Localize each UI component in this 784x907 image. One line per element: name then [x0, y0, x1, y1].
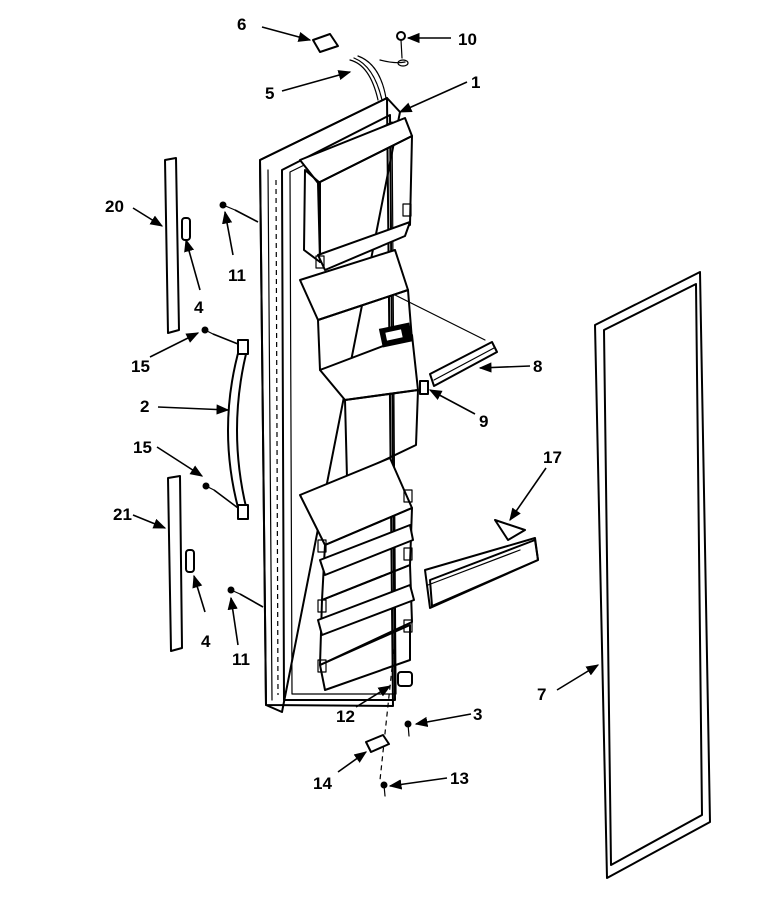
callout-11-upper: 11 [228, 266, 246, 285]
callout-3: 3 [473, 705, 482, 724]
screw-3 [404, 720, 412, 737]
screw-11-lower [227, 586, 241, 595]
callout-11-lower: 11 [232, 650, 250, 669]
leader-lines [132, 26, 600, 790]
callout-4-upper: 4 [194, 298, 204, 317]
lower-door-shelves [299, 457, 415, 691]
dispenser-trim [429, 341, 498, 387]
callout-13: 13 [450, 769, 469, 788]
callout-14: 14 [313, 774, 332, 793]
door-bin [424, 519, 539, 609]
callout-8: 8 [533, 357, 542, 376]
callout-21: 21 [113, 505, 132, 524]
clip-9 [419, 380, 429, 395]
callout-17: 17 [543, 448, 562, 467]
screw-10 [396, 31, 409, 67]
callout-15-lower: 15 [133, 438, 152, 457]
screw-15-upper [201, 326, 214, 335]
dispenser-housing [299, 249, 486, 479]
screw-13 [380, 781, 388, 797]
hinge-14 [365, 734, 390, 753]
callout-12: 12 [336, 707, 355, 726]
upper-door-shelf [299, 117, 413, 271]
door-gasket [594, 271, 711, 879]
clip-4-upper [181, 217, 191, 241]
screw-15-lower [202, 482, 215, 491]
callout-9: 9 [479, 412, 488, 431]
callout-6: 6 [237, 15, 246, 34]
callout-7: 7 [537, 685, 546, 704]
screw-11-upper [219, 201, 236, 211]
hinge-axis-line [379, 639, 396, 781]
clip-4-lower [185, 549, 195, 573]
callout-10: 10 [458, 30, 477, 49]
trim-strip-21 [167, 475, 183, 652]
callout-15-upper: 15 [131, 357, 150, 376]
door-handle [227, 339, 249, 520]
trim-strip-20 [164, 157, 180, 334]
callout-20: 20 [105, 197, 124, 216]
wire-connector-6 [312, 33, 339, 53]
wire-harness-5 [349, 55, 406, 101]
callout-4-lower: 4 [201, 632, 211, 651]
hinge-bushing-12 [397, 671, 413, 687]
callout-5: 5 [265, 84, 274, 103]
callout-1: 1 [471, 73, 480, 92]
callout-2: 2 [140, 397, 149, 416]
